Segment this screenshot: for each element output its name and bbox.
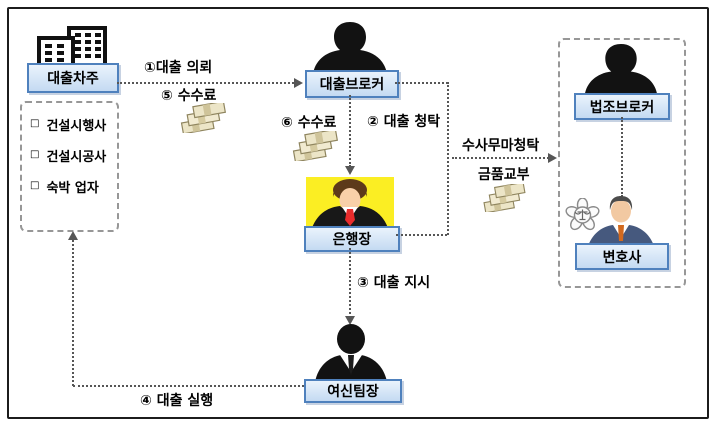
square-bullet-icon: □ (30, 149, 40, 160)
arrowhead-down-icon (345, 316, 355, 325)
legal-group-box (558, 38, 686, 288)
edge-label-loan-instruction: ③ 대출 지시 (357, 275, 431, 291)
outer-border (7, 7, 709, 419)
person-suit-silhouette-icon (315, 324, 387, 382)
edge-label-coverup-request: 수사무마청탁 (462, 138, 540, 154)
arrowhead-up-icon (68, 231, 78, 240)
list-item-label: 숙박 업자 (46, 181, 99, 196)
arrowhead-right-icon (294, 78, 303, 88)
person-silhouette-icon (313, 22, 387, 74)
edge-label-loan-request: ①대출 의뢰 (144, 60, 213, 76)
connector-broker-east (395, 82, 448, 84)
edge-label-fee-5: ⑤ 수수료 (161, 88, 217, 104)
money-stack-icon (292, 131, 339, 161)
money-stack-icon (483, 184, 526, 212)
edge-label-money-delivery: 금품교부 (478, 167, 530, 183)
connector-up-to-borrowers (72, 240, 74, 386)
list-item: □ 숙박 업자 (30, 177, 106, 196)
list-item: □ 건설시행사 (30, 115, 106, 134)
node-credit-team-leader: 여신팀장 (304, 379, 402, 403)
connector-leader-west (73, 385, 304, 387)
node-borrower: 대출차주 (27, 63, 119, 93)
connector-borrower-to-broker (117, 82, 297, 84)
edge-label-loan-execution: ④ 대출 실행 (140, 393, 214, 409)
node-loan-broker: 대출브로커 (305, 70, 399, 98)
connector-president-east (396, 234, 447, 236)
connector-vertical-trunk (447, 82, 449, 235)
connector-broker-to-president (349, 95, 351, 167)
list-item: □ 건설시공사 (30, 146, 106, 165)
arrowhead-right-icon (548, 153, 557, 163)
person-silhouette-icon (584, 44, 658, 95)
list-item-label: 건설시공사 (46, 150, 107, 165)
edge-label-fee-6: ⑥ 수수료 (281, 115, 337, 131)
square-bullet-icon: □ (30, 118, 40, 129)
lawyer-portrait-icon (588, 196, 654, 246)
arrowhead-down-icon (345, 166, 355, 175)
borrower-type-list: □ 건설시행사 □ 건설시공사 □ 숙박 업자 (30, 115, 106, 196)
node-bank-president: 은행장 (304, 226, 400, 252)
money-stack-icon (180, 103, 227, 133)
lawyer-badge-icon (565, 198, 600, 231)
connector-to-legal-box (452, 157, 552, 159)
list-item-label: 건설시행사 (46, 119, 107, 134)
square-bullet-icon: □ (30, 180, 40, 191)
buildings-icon (37, 26, 107, 67)
connector-president-to-leader (349, 248, 351, 318)
node-lawyer: 변호사 (575, 243, 669, 270)
edge-label-loan-solicitation: ② 대출 청탁 (367, 114, 441, 130)
connector-legalbroker-to-lawyer (621, 117, 623, 197)
bank-president-portrait-icon (306, 177, 394, 228)
node-legal-broker: 법조브로커 (574, 93, 670, 120)
